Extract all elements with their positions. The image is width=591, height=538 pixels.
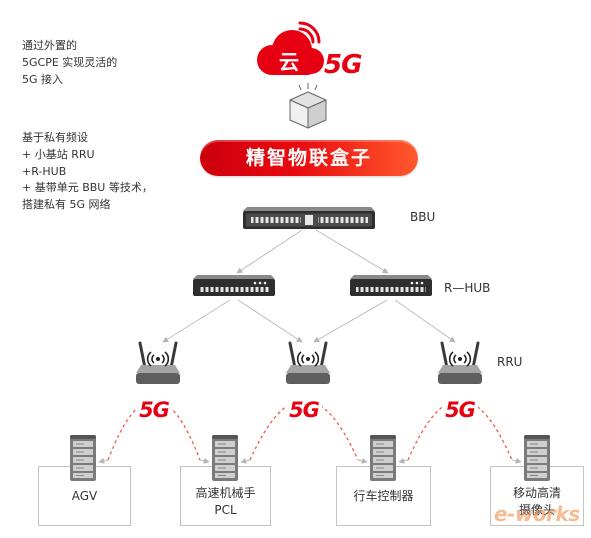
cloud-5g-logo: 云 5G xyxy=(257,21,363,80)
link-rhub-left-rru-1 xyxy=(162,299,231,343)
server-icon xyxy=(70,435,96,481)
eworks-watermark: e-works xyxy=(494,502,580,526)
arrow-to-server xyxy=(98,457,109,464)
package-box-icon xyxy=(289,83,327,129)
wireless-link-label: 5G xyxy=(136,398,172,422)
note-line: 5G 接入 xyxy=(22,72,64,86)
note-line: 基于私有频设 xyxy=(22,131,88,144)
note-line: 通过外置的 xyxy=(22,39,77,52)
note-private-network: 基于私有频设 + 小基站 RRU +R-HUB + 基带单元 BBU 等技术， … xyxy=(22,130,153,214)
link-rhub-right-rru-2 xyxy=(313,299,388,343)
rhub-led xyxy=(420,281,424,285)
tier-label-bbu: BBU xyxy=(410,210,436,224)
rhub-led xyxy=(258,281,262,285)
link-rhub-left-rru-2 xyxy=(237,299,303,343)
endpoint-label-line: 移动高清 xyxy=(512,486,561,500)
rhub-switch-icon xyxy=(350,275,432,296)
server-icon xyxy=(370,435,396,481)
rhub-led xyxy=(263,281,267,285)
arrow-to-server xyxy=(357,457,368,464)
rru-router-icon xyxy=(286,341,330,386)
logo-5g-label: 5G xyxy=(324,50,362,80)
endpoint-arrows xyxy=(98,457,522,464)
link-bbu-rhub-right xyxy=(315,229,389,274)
rru-router-icon xyxy=(438,341,482,386)
note-line: + 基带单元 BBU 等技术， xyxy=(22,181,153,195)
tier-label-rru: RRU xyxy=(497,355,523,369)
endpoint-label-crane-controller: 行车控制器 xyxy=(336,488,431,505)
rhub-ports xyxy=(199,287,269,292)
rhub-switch-icon xyxy=(193,275,275,296)
bbu-top-face xyxy=(243,207,375,211)
note-line: + 小基站 RRU xyxy=(22,147,95,161)
endpoint-label-line: 高速机械手 xyxy=(195,486,256,500)
note-line: +R-HUB xyxy=(22,164,67,178)
cloud-icon xyxy=(257,30,324,75)
endpoint-label-agv: AGV xyxy=(38,488,131,505)
endpoint-label-line: 摄像头 xyxy=(518,503,555,517)
bbu-ports-right xyxy=(318,217,368,223)
wireless-link-label: 5G xyxy=(442,398,478,422)
rhub-top-face xyxy=(193,275,275,279)
banner-title: 精智物联盒子 xyxy=(245,147,372,169)
rru-router-icon xyxy=(136,341,180,386)
note-line: 搭建私有 5G 网络 xyxy=(22,198,111,212)
cloud-glyph: 云 xyxy=(279,50,299,74)
note-line: 5GCPE 实现灵活的 xyxy=(22,55,118,69)
link-rhub-right-rru-3 xyxy=(394,299,456,343)
tier-label-rhub: R—HUB xyxy=(444,281,491,295)
arrow-to-server xyxy=(199,457,210,464)
arrow-to-server xyxy=(511,457,522,464)
rhub-led xyxy=(410,281,414,285)
server-icon xyxy=(212,435,238,481)
rhub-led xyxy=(415,281,419,285)
arrow-to-server xyxy=(240,457,251,464)
bbu-rack-icon xyxy=(243,207,375,229)
rhub-led xyxy=(253,281,257,285)
server-icon xyxy=(524,435,550,481)
bbu-status-module xyxy=(305,215,313,225)
endpoint-label-line: PCL xyxy=(214,503,237,517)
link-bbu-rhub-left xyxy=(236,229,303,274)
bbu-ports-left xyxy=(251,217,301,223)
endpoint-label-robot-arm: 高速机械手 PCL xyxy=(180,485,271,519)
rhub-top-face xyxy=(350,275,432,279)
endpoint-label-line: 行车控制器 xyxy=(353,489,414,503)
endpoint-label-hd-camera: 移动高清 摄像头 xyxy=(490,485,584,519)
rhub-ports xyxy=(356,287,426,292)
product-banner: 精智物联盒子 xyxy=(200,140,418,176)
arrow-to-server xyxy=(398,457,409,464)
note-5gcpe-access: 通过外置的 5GCPE 实现灵活的 5G 接入 xyxy=(22,38,117,88)
endpoint-label-line: AGV xyxy=(71,489,98,503)
wireless-link-label: 5G xyxy=(286,398,322,422)
connector-lines xyxy=(162,229,456,343)
